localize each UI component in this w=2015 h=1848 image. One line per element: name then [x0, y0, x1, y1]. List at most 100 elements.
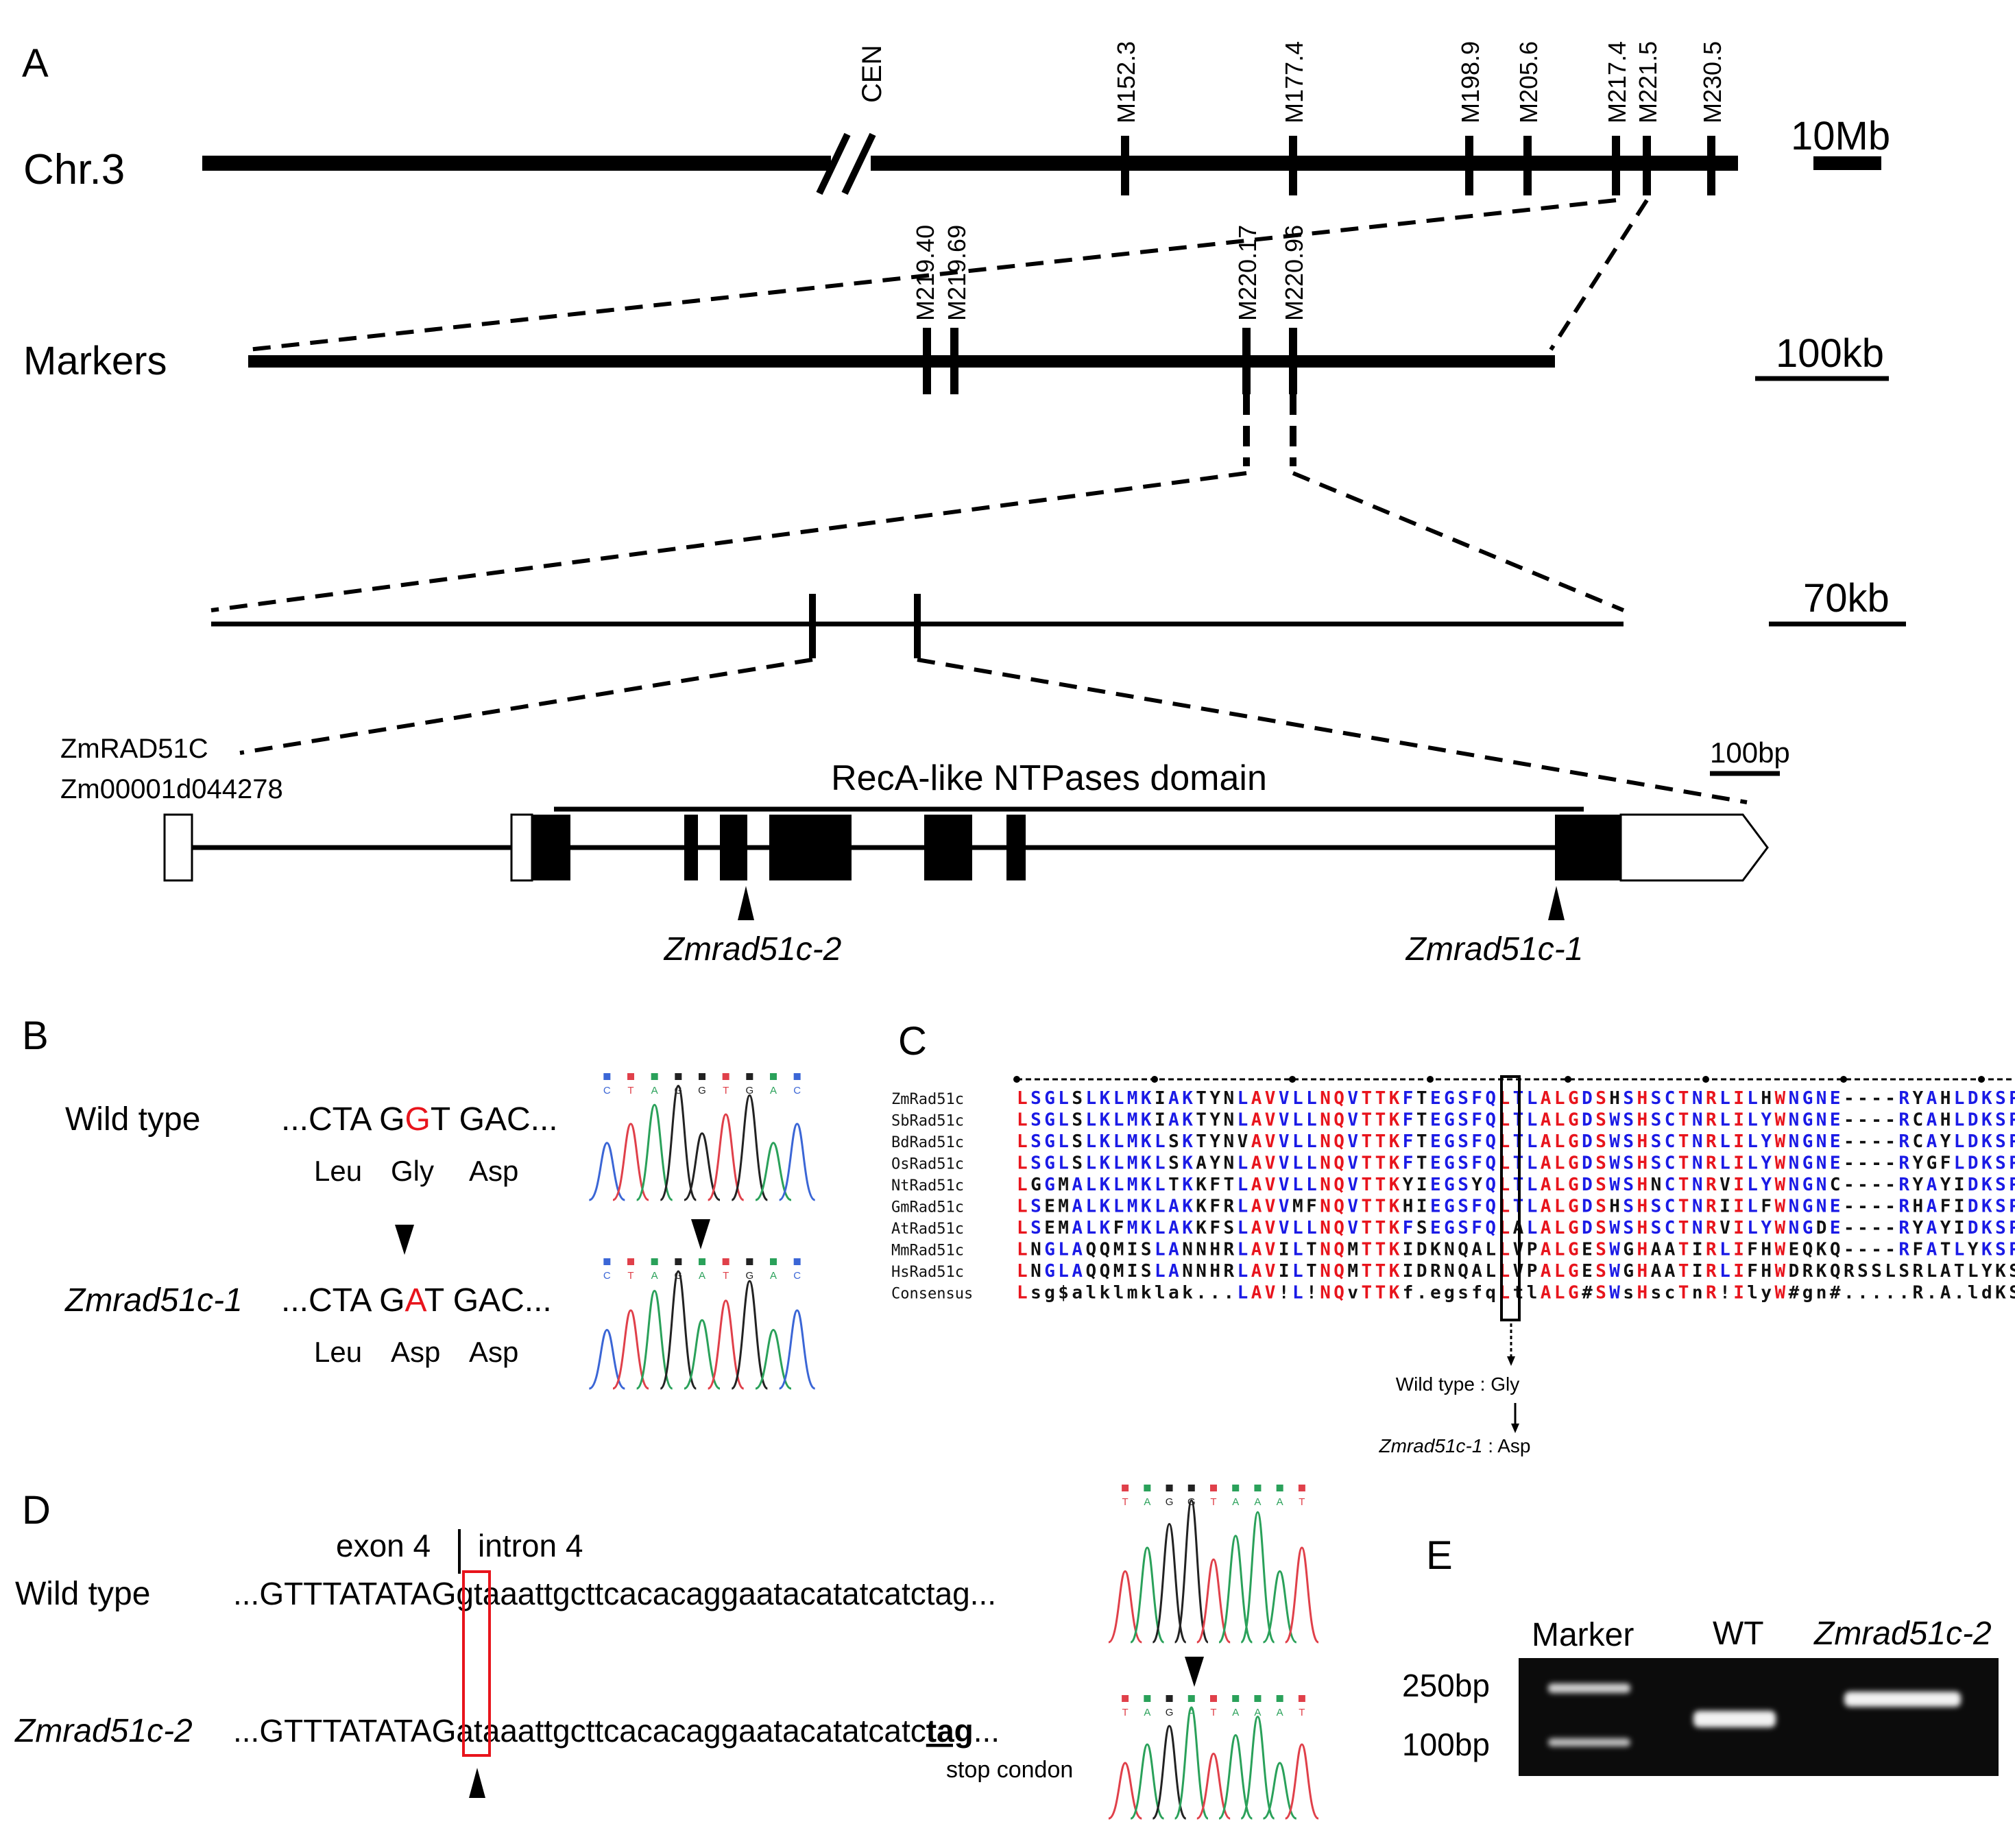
alignment-residue: S — [1995, 1218, 2006, 1238]
alignment-residue: D — [1968, 1131, 1979, 1152]
base-call-marker — [627, 1258, 634, 1265]
chr-marker-label: M177.4 — [1280, 41, 1308, 123]
alignment-residue: Q — [1830, 1240, 1841, 1260]
trace-peak — [612, 1123, 649, 1201]
fine-marker-label: M220.17 — [1233, 225, 1262, 321]
alignment-residue: L — [1113, 1110, 1124, 1131]
alignment-residue: K — [1389, 1261, 1400, 1282]
alignment-residue: N — [1789, 1131, 1800, 1152]
alignment-residue: S — [1995, 1110, 2006, 1131]
alignment-residue: - — [1857, 1131, 1868, 1152]
alignment-residue: K — [1389, 1088, 1400, 1109]
alignment-name: NtRad51c — [891, 1177, 964, 1195]
alignment-residue: L — [1554, 1283, 1565, 1304]
alignment-residue: D — [1968, 1218, 1979, 1238]
alignment-residue: N — [1320, 1131, 1331, 1152]
alignment-residue: l — [1155, 1283, 1166, 1304]
alignment-residue: L — [1155, 1240, 1166, 1260]
alignment-residue: D — [1582, 1175, 1593, 1195]
alignment-residue: . — [1196, 1283, 1207, 1304]
alignment-residue: K — [1981, 1110, 1992, 1131]
alignment-residue: F — [1471, 1088, 1482, 1109]
alignment-residue: H — [1637, 1283, 1648, 1304]
trace-peak — [755, 1328, 792, 1390]
alignment-residue: S — [1995, 1088, 2006, 1109]
alignment-residue: G — [1802, 1218, 1813, 1238]
alignment-residue: R — [1913, 1261, 1924, 1282]
alignment-residue: L — [1720, 1261, 1730, 1282]
alignment-name: MmRad51c — [891, 1243, 964, 1260]
alignment-residue: I — [1733, 1088, 1744, 1109]
mut-label-b: Zmrad51c-1 — [64, 1282, 243, 1319]
alignment-residue: W — [1775, 1175, 1786, 1195]
alignment-residue: S — [1458, 1218, 1469, 1238]
stop-label: stop condon — [946, 1757, 1073, 1783]
alignment-residue: C — [1665, 1153, 1676, 1174]
alignment-residue: L — [1017, 1218, 1028, 1238]
ruler-dot — [1013, 1076, 1020, 1083]
alignment-residue: T — [1416, 1110, 1427, 1131]
alignment-residue: # — [1830, 1283, 1841, 1304]
alignment-residue: A — [1471, 1261, 1482, 1282]
base-call-marker — [651, 1258, 658, 1265]
zoom-line — [1292, 471, 1625, 612]
alignment-residue: M — [1113, 1240, 1124, 1260]
alignment-residue: Q — [1830, 1261, 1841, 1282]
exon — [684, 815, 698, 880]
alignment-residue: S — [1595, 1218, 1606, 1238]
base-call-letter: G — [1166, 1496, 1174, 1508]
alignment-residue: L — [1238, 1175, 1248, 1195]
alignment-residue: R — [1844, 1261, 1855, 1282]
alignment-residue: G — [1044, 1240, 1055, 1260]
base-call-letter: C — [793, 1085, 801, 1096]
alignment-residue: S — [1857, 1261, 1868, 1282]
alignment-residue: T — [1678, 1175, 1689, 1195]
alignment-residue: T — [1375, 1218, 1386, 1238]
alignment-residue: R — [1913, 1283, 1924, 1304]
alignment-residue: K — [1816, 1261, 1827, 1282]
alignment-residue: G — [1802, 1088, 1813, 1109]
alignment-residue: A — [1072, 1218, 1083, 1238]
alignment-residue: L — [1058, 1088, 1069, 1109]
alignment-residue: K — [1389, 1283, 1400, 1304]
alignment-residue: K — [1981, 1088, 1992, 1109]
alignment-residue: K — [1100, 1153, 1111, 1174]
alignment-residue: V — [1265, 1283, 1276, 1304]
gel-band-wt — [1693, 1711, 1776, 1727]
alignment-residue: K — [1816, 1240, 1827, 1260]
alignment-residue: L — [1058, 1153, 1069, 1174]
alignment-residue: - — [1885, 1197, 1896, 1217]
alignment-residue: C — [1665, 1110, 1676, 1131]
zoom-line — [239, 658, 813, 755]
alignment-residue: L — [1017, 1153, 1028, 1174]
alignment-residue: L — [1238, 1110, 1248, 1131]
alignment-residue: - — [1844, 1175, 1855, 1195]
alignment-residue: N — [1692, 1110, 1703, 1131]
alignment-residue: G — [1444, 1110, 1455, 1131]
alignment-name: GmRad51c — [891, 1199, 964, 1216]
alignment-ruler — [1013, 1076, 2015, 1083]
alignment-residue: K — [1182, 1110, 1193, 1131]
trace-peak — [612, 1309, 649, 1390]
alignment-residue: L — [1155, 1153, 1166, 1174]
alignment-residue: Q — [1334, 1110, 1344, 1131]
alignment-residue: - — [1871, 1153, 1882, 1174]
alignment-residue: L — [1306, 1110, 1317, 1131]
wt-seq-suffix: T GAC... — [431, 1101, 558, 1138]
base-call-letter: T — [1122, 1707, 1129, 1718]
alignment-residue: E — [1830, 1088, 1841, 1109]
alignment-residue: F — [1761, 1197, 1772, 1217]
alignment-residue: K — [1141, 1131, 1152, 1152]
alignment-residue: D — [1582, 1197, 1593, 1217]
alignment-residue: H — [1403, 1197, 1414, 1217]
alignment-residue: E — [1830, 1218, 1841, 1238]
alignment-residue: n — [1816, 1283, 1827, 1304]
alignment-residue: A — [1940, 1283, 1951, 1304]
base-call-marker — [675, 1258, 682, 1265]
exon — [1006, 815, 1026, 880]
alignment-residue: I — [1733, 1240, 1744, 1260]
alignment-residue: L — [1554, 1218, 1565, 1238]
